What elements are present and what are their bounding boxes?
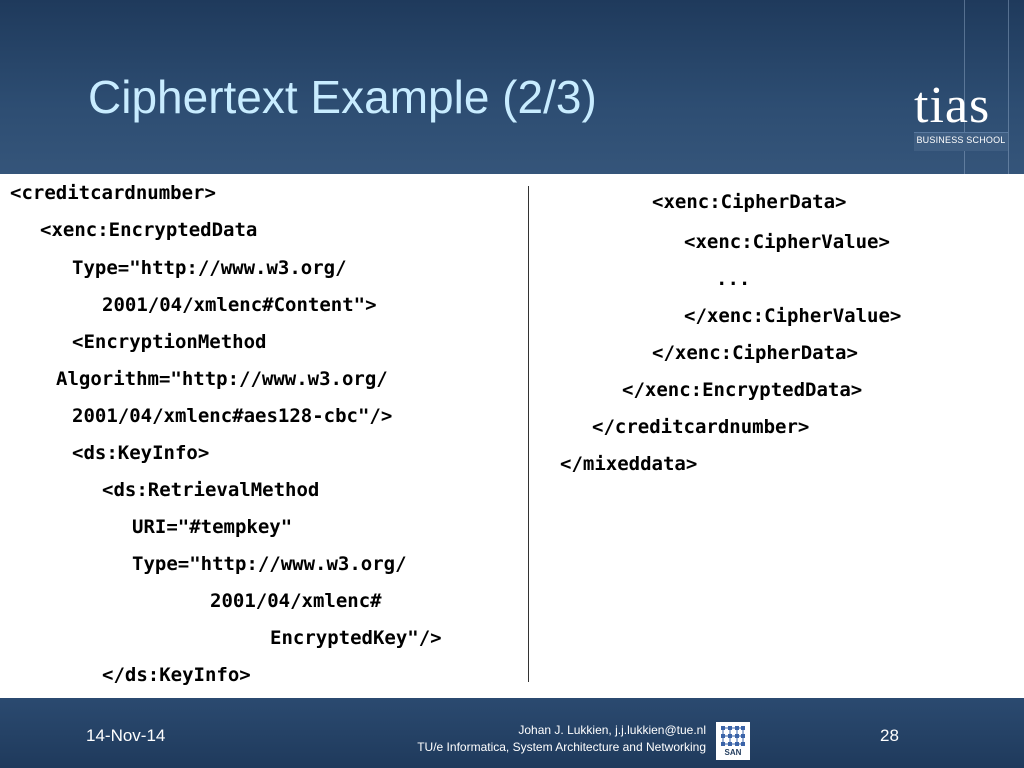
code-line: <xenc:EncryptedData bbox=[40, 219, 258, 241]
logo-subtitle: BUSINESS SCHOOL bbox=[916, 135, 1006, 145]
tias-logo: tias BUSINESS SCHOOL bbox=[910, 80, 1014, 152]
code-line: </xenc:EncryptedData> bbox=[622, 379, 863, 401]
logo-name: tias bbox=[914, 77, 991, 134]
code-line: </xenc:CipherData> bbox=[652, 342, 858, 364]
code-line: <EncryptionMethod bbox=[72, 331, 267, 353]
footer-author: Johan J. Lukkien, j.j.lukkien@tue.nl TU/… bbox=[360, 722, 706, 756]
code-line: Type="http://www.w3.org/ bbox=[132, 553, 407, 575]
code-line: <xenc:CipherValue> bbox=[684, 231, 890, 253]
code-line: </ds:KeyInfo> bbox=[102, 664, 251, 686]
footer-date: 14-Nov-14 bbox=[86, 726, 166, 745]
code-line: EncryptedKey"/> bbox=[270, 627, 442, 649]
header-decor-line bbox=[1008, 0, 1009, 174]
column-divider bbox=[528, 186, 529, 682]
page-number: 28 bbox=[880, 726, 899, 745]
code-line: 2001/04/xmlenc# bbox=[210, 590, 382, 612]
header-decor-line bbox=[964, 0, 965, 174]
code-line: </creditcardnumber> bbox=[592, 416, 810, 438]
code-line: <ds:KeyInfo> bbox=[72, 442, 210, 464]
code-line: <ds:RetrievalMethod bbox=[102, 479, 320, 501]
slide-footer: 14-Nov-14 Johan J. Lukkien, j.j.lukkien@… bbox=[0, 698, 1024, 768]
slide-header: Ciphertext Example (2/3) tias BUSINESS S… bbox=[0, 0, 1024, 174]
slide-title: Ciphertext Example (2/3) bbox=[88, 71, 597, 123]
network-grid-icon bbox=[721, 726, 745, 746]
code-line: </mixeddata> bbox=[560, 453, 698, 475]
code-line: ... bbox=[716, 268, 751, 290]
code-line: Type="http://www.w3.org/ bbox=[72, 257, 347, 279]
code-line: </xenc:CipherValue> bbox=[684, 305, 902, 327]
code-line: URI="#tempkey" bbox=[132, 516, 293, 538]
code-line: Algorithm="http://www.w3.org/ bbox=[56, 368, 388, 390]
code-line: <xenc:CipherData> bbox=[652, 191, 847, 213]
san-label: SAN bbox=[724, 748, 742, 757]
footer-author-line: Johan J. Lukkien, j.j.lukkien@tue.nl bbox=[518, 723, 706, 737]
logo-bar: BUSINESS SCHOOL bbox=[914, 132, 1008, 151]
code-line: 2001/04/xmlenc#Content"> bbox=[102, 294, 377, 316]
code-line: <creditcardnumber> bbox=[10, 182, 216, 204]
footer-affiliation-line: TU/e Informatica, System Architecture an… bbox=[417, 740, 706, 754]
code-line: 2001/04/xmlenc#aes128-cbc"/> bbox=[72, 405, 393, 427]
san-logo-icon: SAN bbox=[716, 722, 750, 760]
